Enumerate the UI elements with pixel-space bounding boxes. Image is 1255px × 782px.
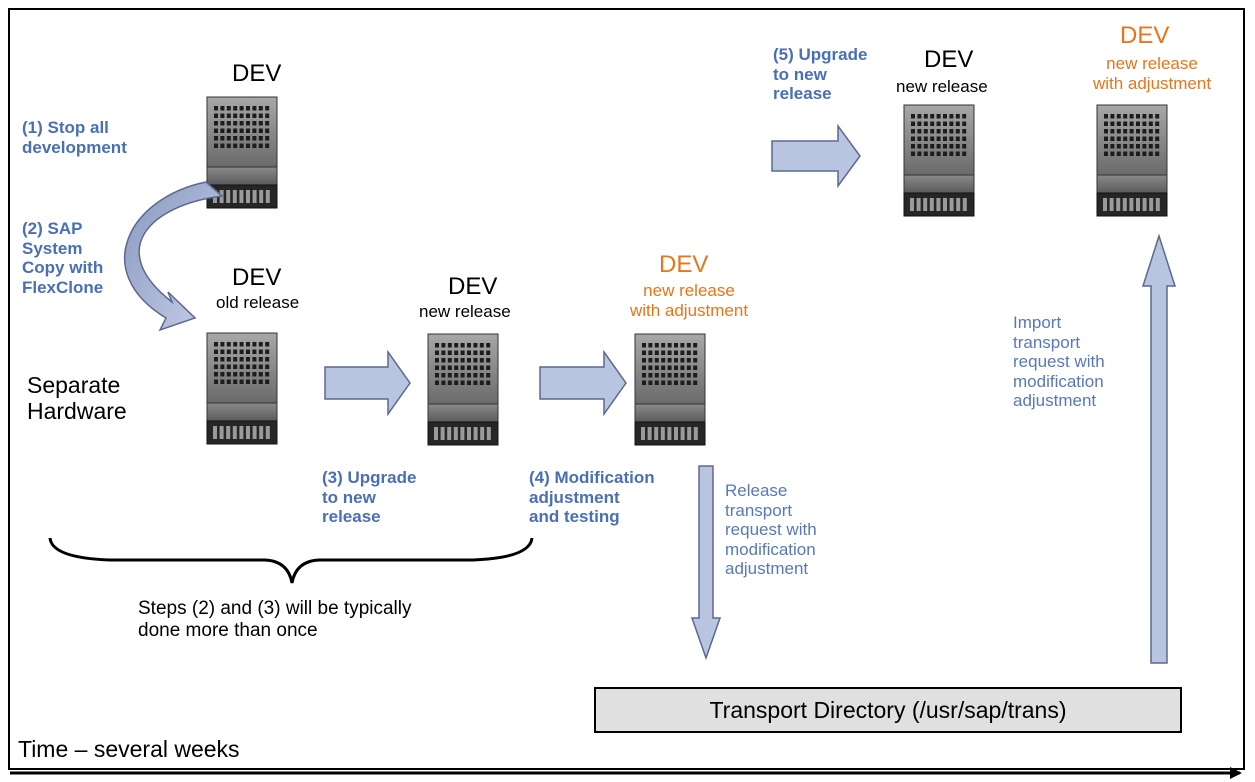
system-copy-curved-arrow [123,181,224,332]
server-title: DEV [232,264,282,291]
server-subtitle: new release [896,77,988,96]
diagram-frame [8,8,1245,770]
server-title: DEV [659,251,709,278]
import-up-arrow [1141,233,1177,664]
server-title: DEV [924,46,974,73]
transport-directory-box: Transport Directory (/usr/sap/trans) [594,687,1182,733]
server-subtitle: old release [216,293,300,312]
server-subtitle: new release with adjustment [1092,54,1212,93]
server-title: DEV [232,60,282,87]
release-transport-note: Release transport request with modificat… [725,481,817,579]
step-5-label: (5) Upgrade to new release [773,45,868,104]
server-icon [634,333,706,446]
upgrade-arrow-2 [771,123,861,189]
import-transport-note: Import transport request with modificati… [1013,313,1105,411]
server-subtitle: new release [419,302,511,321]
server-icon [206,96,278,209]
step-2-label: (2) SAP System Copy with FlexClone [22,219,104,297]
server-subtitle: new release with adjustment [629,281,749,320]
upgrade-arrow [324,349,411,417]
step-3-label: (3) Upgrade to new release [322,468,417,527]
server-title: DEV [1120,22,1170,49]
step-1-label: (1) Stop all development [22,118,127,157]
server-icon [427,333,499,446]
separate-hardware-label: Separate Hardware [27,372,127,425]
server-title: DEV [448,273,498,300]
timeline-label: Time – several weeks [18,736,240,762]
server-icon [1096,104,1168,217]
steps-brace [48,537,534,584]
step-4-label: (4) Modification adjustment and testing [529,468,655,527]
server-icon [206,332,278,445]
release-down-arrow [690,465,722,661]
adjustment-arrow [539,349,627,417]
transport-directory-label: Transport Directory (/usr/sap/trans) [709,696,1067,723]
repeat-steps-note: Steps (2) and (3) will be typically done… [138,598,412,641]
server-icon [903,104,975,217]
